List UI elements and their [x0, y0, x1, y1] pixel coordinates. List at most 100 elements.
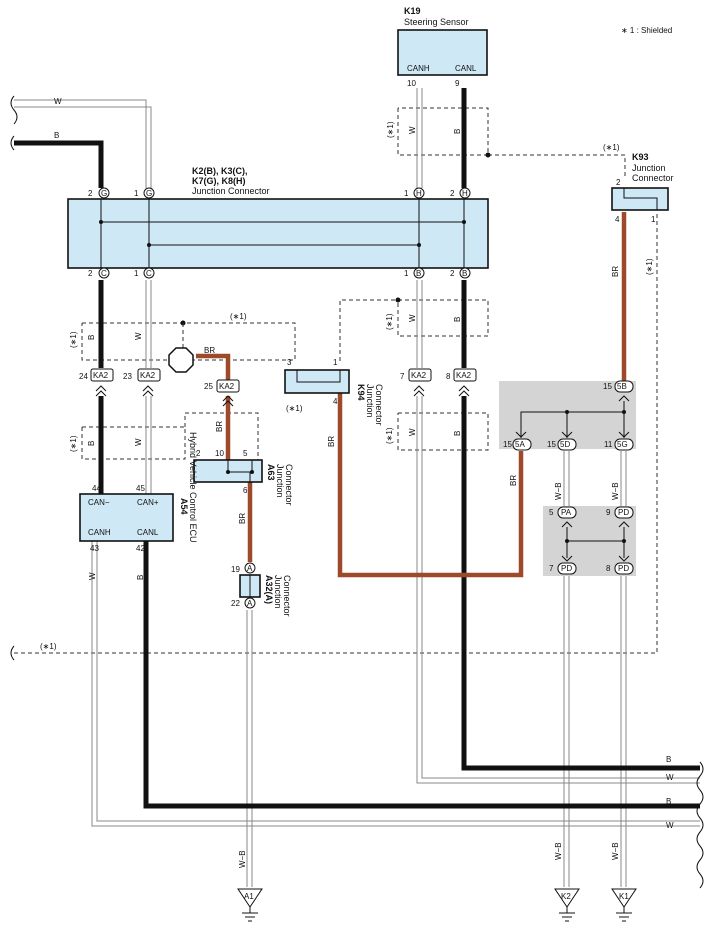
- diagram-label: W: [134, 332, 143, 340]
- diagram-label: Connector: [374, 384, 384, 426]
- diagram-label: W: [408, 428, 417, 436]
- diagram-label: A1: [244, 892, 254, 901]
- k19-pin-9: 9: [455, 79, 460, 88]
- diagram-label: A: [247, 564, 253, 573]
- diagram-label: W: [408, 126, 417, 134]
- diagram-label: (∗1): [385, 313, 394, 330]
- diagram-label: A: [247, 599, 253, 608]
- k19-name: Steering Sensor: [404, 17, 469, 27]
- diagram-label: 5: [243, 449, 248, 458]
- diagram-label: KA2: [219, 382, 235, 391]
- diagram-label: W−B: [611, 482, 620, 500]
- diagram-label: 1: [404, 189, 409, 198]
- diagram-label: B: [666, 797, 671, 806]
- black-wires: [14, 88, 700, 809]
- diagram-label: 7: [549, 564, 554, 573]
- k93-junction-connector: [611, 187, 669, 211]
- diagram-label: BR: [327, 436, 336, 447]
- diagram-label: 15: [603, 382, 612, 391]
- diagram-label: B: [666, 755, 671, 764]
- legend-shielded: ∗ 1 : Shielded: [621, 26, 672, 35]
- white-wires: [14, 88, 700, 887]
- diagram-label: KA2: [140, 371, 156, 380]
- diagram-label: 44: [92, 484, 101, 493]
- jc-internal-lines: [99, 199, 466, 268]
- jc-name: Junction Connector: [192, 186, 270, 196]
- brown-wires: [196, 212, 627, 578]
- shield-k94: [339, 299, 398, 361]
- diagram-label: (∗1): [286, 404, 303, 413]
- diagram-label: 15: [547, 440, 556, 449]
- diagram-label: B: [416, 269, 421, 278]
- diagram-label: W−B: [238, 850, 247, 868]
- diagram-label: B: [453, 317, 462, 322]
- ground-k2: K2: [554, 888, 580, 922]
- diagram-label: 2: [616, 178, 621, 187]
- diagram-label: W−B: [611, 842, 620, 860]
- diagram-label: 5A: [515, 440, 525, 449]
- ground-a1: A1: [237, 888, 263, 922]
- diagram-label: B: [87, 441, 96, 446]
- diagram-label: KA2: [93, 371, 109, 380]
- diagram-label: CANH: [88, 528, 111, 537]
- diagram-label: Junction: [273, 575, 283, 609]
- diagram-label: 11: [604, 440, 613, 449]
- diagram-label: 5D: [560, 440, 570, 449]
- diagram-label: PD: [618, 564, 629, 573]
- main-junction-connector: [67, 198, 489, 269]
- diagram-label: K2: [561, 892, 571, 901]
- diagram-label: 42: [136, 544, 145, 553]
- k19-steering-sensor: [397, 29, 488, 76]
- diagram-label: Connector: [282, 575, 292, 617]
- diagram-label: A32(A): [264, 575, 274, 604]
- diagram-label: 1: [333, 358, 338, 367]
- diagram-label: 2: [450, 269, 455, 278]
- diagram-label: BR: [204, 346, 215, 355]
- diagram-label: 1: [134, 269, 139, 278]
- diagram-label: (∗1): [603, 143, 620, 152]
- diagram-label: W: [408, 314, 417, 322]
- diagram-label: B: [136, 575, 145, 580]
- k19-code: K19: [404, 6, 421, 16]
- diagram-label: 1: [651, 215, 656, 224]
- splice-octagon: [168, 347, 194, 373]
- ka2-connectors: 24 KA2 23 KA2 25 KA2 7 KA2 8 KA2: [79, 368, 477, 407]
- diagram-label: Connector: [632, 173, 674, 183]
- diagram-label: K93: [632, 152, 649, 162]
- shield-k93-line: [488, 154, 626, 178]
- diagram-label: 23: [123, 372, 132, 381]
- diagram-label: W: [666, 821, 674, 830]
- diagram-label: (∗1): [69, 331, 78, 348]
- diagram-label: W: [666, 773, 674, 782]
- diagram-label: K1: [619, 892, 629, 901]
- break-marks: [10, 95, 704, 889]
- diagram-label: CAN−: [88, 498, 110, 507]
- junction-5: 15 5B 15 5A 15 5D 11 5G: [503, 380, 634, 451]
- diagram-label: 15: [503, 440, 512, 449]
- k19-pin-canh: CANH: [407, 64, 430, 73]
- diagram-label: CANL: [137, 528, 159, 537]
- jc-codes-2: K7(G), K8(H): [192, 176, 246, 186]
- diagram-label: 2: [88, 189, 93, 198]
- shield-mid-right-lower: [397, 412, 489, 451]
- diagram-label: CAN+: [137, 498, 159, 507]
- diagram-label: BR: [611, 266, 620, 277]
- diagram-label: W: [134, 438, 143, 446]
- ground-k1: K1: [611, 888, 637, 922]
- diagram-label: C: [101, 269, 107, 278]
- shield-labels: (∗1) (∗1) (∗1) (∗1) (∗1) (∗1) (∗1) (∗1) …: [40, 121, 654, 651]
- diagram-label: (∗1): [645, 258, 654, 275]
- diagram-label: 1: [404, 269, 409, 278]
- diagram-label: W−B: [554, 482, 563, 500]
- diagram-label: 2: [196, 449, 201, 458]
- junction-p: 5 PA 9 PD 7 PD 8 PD: [549, 506, 634, 575]
- diagram-label: B: [87, 335, 96, 340]
- a54-hybrid-vehicle-control-ecu: [79, 493, 174, 542]
- shield-lower-left: [81, 426, 186, 460]
- diagram-label: B: [453, 129, 462, 134]
- diagram-label: 8: [446, 372, 451, 381]
- diagram-label: 9: [606, 508, 611, 517]
- jc-codes: K2(B), K3(C),: [192, 166, 248, 176]
- diagram-label: H: [462, 189, 468, 198]
